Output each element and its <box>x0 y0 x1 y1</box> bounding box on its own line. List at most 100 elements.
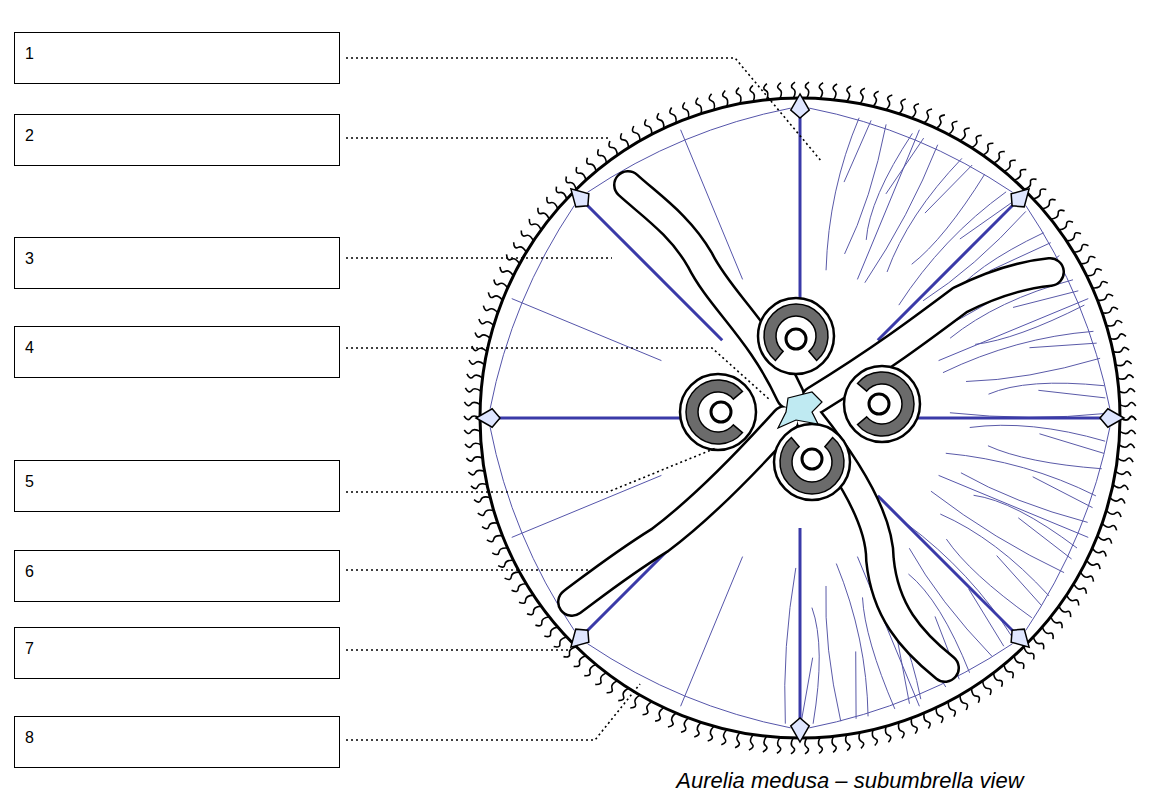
tentacle <box>723 90 728 106</box>
tentacle <box>668 713 676 727</box>
callout-number: 5 <box>25 473 34 491</box>
tentacle <box>474 497 490 502</box>
gonad <box>764 304 828 360</box>
tentacle <box>899 99 906 114</box>
rhopalium <box>476 409 500 427</box>
oral-arms <box>572 185 1050 668</box>
tentacle <box>683 102 689 118</box>
branched-canal <box>1018 518 1071 559</box>
branched-canal <box>1013 291 1078 308</box>
tentacle <box>482 523 498 529</box>
oral-arm <box>572 420 785 602</box>
tentacle <box>1119 389 1135 393</box>
tentacle <box>1033 189 1046 199</box>
tentacle <box>1042 199 1055 208</box>
marginal-tentacles <box>464 82 1136 754</box>
mouth <box>778 392 822 428</box>
branched-canal <box>812 608 819 724</box>
branched-canal <box>970 425 1105 441</box>
tentacle <box>563 647 576 657</box>
tentacle <box>1033 637 1044 649</box>
gonads <box>680 298 920 500</box>
tentacle <box>832 736 836 752</box>
tentacle <box>507 254 520 263</box>
branched-canal <box>865 145 938 283</box>
tentacle <box>912 104 919 118</box>
tentacle <box>960 128 970 141</box>
tentacle <box>948 702 955 717</box>
tentacle <box>544 627 557 636</box>
gonad-outline <box>758 298 834 374</box>
tentacle <box>708 726 714 741</box>
oral-arm <box>815 272 1050 400</box>
rhopalium <box>1100 409 1124 427</box>
radial-canal <box>486 417 690 420</box>
tentacle <box>519 595 533 603</box>
rhopalium <box>1011 189 1029 207</box>
tentacle <box>1117 458 1133 462</box>
tentacle <box>468 470 484 475</box>
tentacle <box>694 722 701 737</box>
callout-number: 7 <box>25 640 34 658</box>
label-box: 8 <box>14 716 340 768</box>
callout-number: 8 <box>25 729 34 747</box>
tentacle <box>1014 169 1026 180</box>
adradial-line <box>681 557 743 707</box>
gonad <box>858 372 914 436</box>
branched-canal <box>1029 343 1096 348</box>
tentacle <box>763 736 767 752</box>
radial-canal <box>799 528 802 732</box>
leader-line <box>346 684 640 740</box>
branched-canal <box>887 158 962 272</box>
label-box: 4 <box>14 326 340 378</box>
branched-canal <box>961 473 1088 523</box>
tentacle <box>1004 160 1016 171</box>
tentacle <box>505 572 520 579</box>
oral-arm-outline <box>628 185 790 395</box>
tentacle <box>1102 307 1118 313</box>
tentacle <box>529 219 541 230</box>
tentacle <box>475 332 490 338</box>
tentacle <box>1092 548 1106 556</box>
tentacle <box>1113 347 1129 352</box>
tentacle <box>607 681 618 693</box>
tentacle <box>595 673 606 685</box>
tentacle <box>1087 560 1100 569</box>
tentacle <box>764 84 768 100</box>
gastric-pouch <box>786 329 806 349</box>
tentacle <box>791 738 795 754</box>
tentacle <box>512 584 527 592</box>
radial-canal <box>910 417 1114 420</box>
tentacle <box>735 732 740 747</box>
tentacle <box>1024 647 1034 660</box>
tentacle <box>1116 471 1131 476</box>
gonad-outline <box>774 424 850 500</box>
tentacle <box>846 735 850 751</box>
gonad <box>780 438 844 494</box>
radial-canals <box>486 104 1114 732</box>
tentacle <box>670 107 676 123</box>
tentacle <box>983 143 994 155</box>
leader-line <box>346 257 612 259</box>
tentacle <box>911 718 917 734</box>
tentacle <box>1080 257 1095 264</box>
rhopalium <box>571 189 589 207</box>
tentacle <box>791 82 795 98</box>
branched-canal <box>826 586 841 721</box>
tentacle <box>1087 269 1102 276</box>
tentacle <box>1106 321 1122 326</box>
tentacle <box>1117 375 1133 379</box>
branched-canal <box>855 651 856 718</box>
tentacle <box>1059 606 1071 617</box>
tentacle <box>1051 617 1062 629</box>
tentacle <box>859 732 864 748</box>
label-box: 7 <box>14 627 340 679</box>
branched-canal <box>1039 434 1103 454</box>
tentacle <box>514 242 527 252</box>
tentacle <box>1024 179 1037 189</box>
leader-line <box>346 448 716 492</box>
tentacle <box>621 133 629 148</box>
gastric-pouch <box>711 402 731 422</box>
tentacle <box>527 606 541 615</box>
callout-number: 6 <box>25 563 34 581</box>
